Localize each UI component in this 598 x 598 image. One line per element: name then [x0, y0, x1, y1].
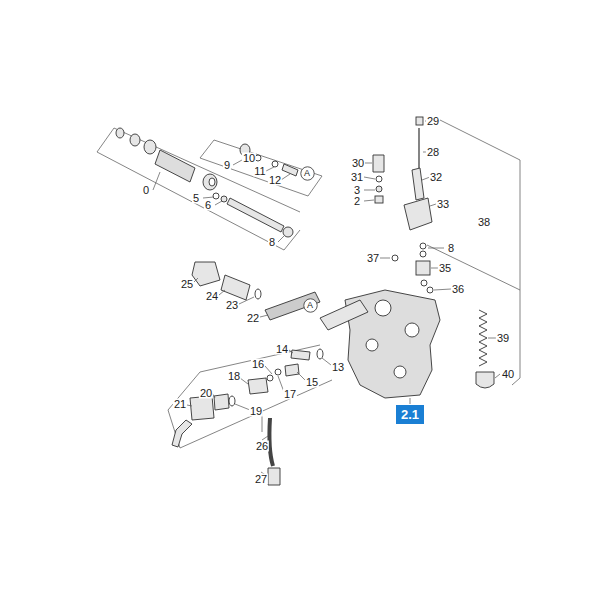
callout-number: 40	[501, 369, 515, 380]
callout-number: 37	[366, 253, 380, 264]
callout-number: 8	[268, 237, 276, 248]
node-shape	[300, 166, 313, 179]
callout-number: 20	[199, 388, 213, 399]
callout-number: 8	[447, 243, 455, 254]
callout-number: 31	[350, 172, 364, 183]
callout-number: 36	[451, 284, 465, 295]
callout-number: 26	[255, 441, 269, 452]
callout-number: 12	[268, 175, 282, 186]
callout-number: 33	[436, 199, 450, 210]
callout-number: 39	[496, 333, 510, 344]
node-shape	[396, 405, 424, 424]
callout-number: 0	[142, 185, 150, 196]
callout-number: 11	[253, 166, 266, 177]
node-shape	[303, 298, 316, 311]
callout-number: 22	[246, 313, 260, 324]
callout-number: 5	[192, 193, 200, 204]
callout-number: 23	[225, 300, 239, 311]
callout-number: 21	[173, 399, 187, 410]
part-number-box: 2.1	[396, 405, 424, 424]
reference-circle: A	[303, 298, 318, 313]
callout-number: 38	[477, 217, 491, 228]
callout-number: 19	[249, 406, 263, 417]
reference-letter: A	[303, 301, 318, 310]
callout-number: 2	[353, 196, 361, 207]
callout-number: 6	[204, 200, 212, 211]
callout-number: 14	[275, 344, 289, 355]
callout-number: 17	[283, 389, 297, 400]
callout-number: 15	[305, 377, 319, 388]
callout-number: 9	[223, 160, 231, 171]
part-number: 2.1	[396, 408, 424, 421]
callout-number: 30	[351, 158, 365, 169]
callout-number: 28	[426, 147, 440, 158]
callout-number: 25	[180, 279, 194, 290]
callout-number: 16	[251, 359, 265, 370]
callout-number: 18	[227, 371, 241, 382]
callout-number: 10	[242, 153, 256, 164]
callout-number: 29	[426, 116, 440, 127]
reference-circle: A	[300, 166, 315, 181]
callout-number: 24	[205, 291, 219, 302]
callout-number: 35	[438, 263, 452, 274]
callout-number: 27	[254, 474, 268, 485]
callout-number: 32	[429, 172, 443, 183]
reference-letter: A	[300, 169, 315, 178]
callout-number: 3	[353, 185, 361, 196]
callout-number: 13	[331, 362, 345, 373]
